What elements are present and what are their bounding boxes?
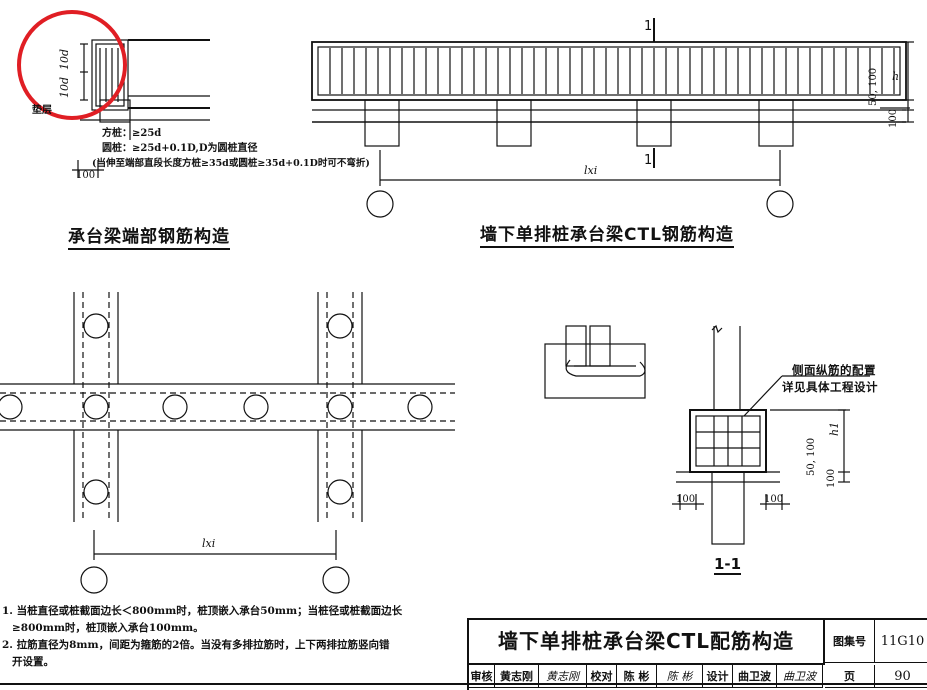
- plan-drawing: [0, 292, 455, 594]
- dim-50-100: 50, 100: [868, 67, 879, 106]
- note-line-4: 开设置。: [12, 656, 54, 668]
- note-line-2: ≥800mm时，桩顶嵌入承台100mm。: [12, 622, 204, 634]
- title-block: 墙下单排桩承台梁CTL配筋构造 图集号 11G10 审核 黄志刚 黄志刚 校对 …: [467, 618, 927, 690]
- dim-10d-bottom: 10d: [58, 76, 71, 98]
- section-mark-top: 1: [644, 19, 652, 34]
- note-round-pile: 圆桩：≥25d+0.1D,D为圆桩直径: [102, 143, 258, 154]
- side-bar-note-line1: 侧面纵筋的配置: [792, 363, 876, 377]
- side-bar-note-line2: 详见具体工程设计: [782, 380, 878, 394]
- dim-lxi-top: lxi: [584, 164, 598, 177]
- dim-100-section-left: 100: [676, 494, 696, 505]
- designer-signature: 曲卫波: [777, 665, 823, 688]
- dim-100-section-v: 100: [826, 468, 837, 488]
- section-1-1-drawing: [672, 324, 870, 545]
- note-square-pile: 方桩：≥25d: [102, 128, 162, 139]
- atlas-number: 11G10: [875, 620, 927, 663]
- checker-signature: 陈 彬: [657, 665, 703, 688]
- caption-beam-ctl: 墙下单排桩承台梁CTL钢筋构造: [480, 220, 734, 248]
- reviewer-name: 黄志刚: [495, 665, 539, 688]
- dim-10d-top: 10d: [58, 48, 71, 70]
- reviewer-signature: 黄志刚: [539, 665, 587, 688]
- drawing-title: 墙下单排桩承台梁CTL配筋构造: [469, 620, 825, 665]
- note-no-bend: (当伸至端部直段长度方桩≥35d或圆桩≥35d+0.1D时可不弯折): [92, 158, 370, 169]
- design-label: 设计: [703, 665, 733, 688]
- check-label: 校对: [587, 665, 617, 688]
- dim-100-section-right: 100: [764, 494, 784, 505]
- general-notes: 1. 当桩直径或桩截面边长＜800mm时，桩顶嵌入承台50mm；当桩径或桩截面边…: [2, 603, 457, 671]
- dim-100-end: 100: [76, 170, 96, 181]
- checker-name: 陈 彬: [617, 665, 657, 688]
- section-mark-bottom: 1: [644, 153, 652, 168]
- page-number: 90: [875, 665, 927, 688]
- dim-h: h: [892, 70, 900, 83]
- note-line-3: 2. 拉筋直径为8mm，间距为箍筋的2倍。当没有多排拉筋时，上下两排拉筋竖向错: [2, 639, 390, 651]
- cushion-label: 垫层: [32, 105, 52, 116]
- review-label: 审核: [469, 665, 495, 688]
- designer-name: 曲卫波: [733, 665, 777, 688]
- section-label-1-1: 1-1: [714, 555, 742, 575]
- dim-50-100-section: 50, 100: [806, 437, 817, 476]
- note-line-1: 1. 当桩直径或桩截面边长＜800mm时，桩顶嵌入承台50mm；当桩径或桩截面边…: [2, 605, 403, 617]
- end-detail-drawing: [72, 39, 210, 178]
- hook-detail-drawing: [544, 325, 646, 399]
- highlight-circle: [17, 10, 127, 120]
- dim-100-right: 100: [888, 108, 899, 128]
- beam-elevation-drawing: [311, 18, 914, 218]
- page-label: 页: [825, 665, 875, 688]
- caption-end-detail: 承台梁端部钢筋构造: [68, 222, 230, 250]
- dim-lxi-plan: lxi: [202, 537, 216, 550]
- atlas-label: 图集号: [825, 620, 875, 663]
- dim-h1: h1: [828, 421, 841, 436]
